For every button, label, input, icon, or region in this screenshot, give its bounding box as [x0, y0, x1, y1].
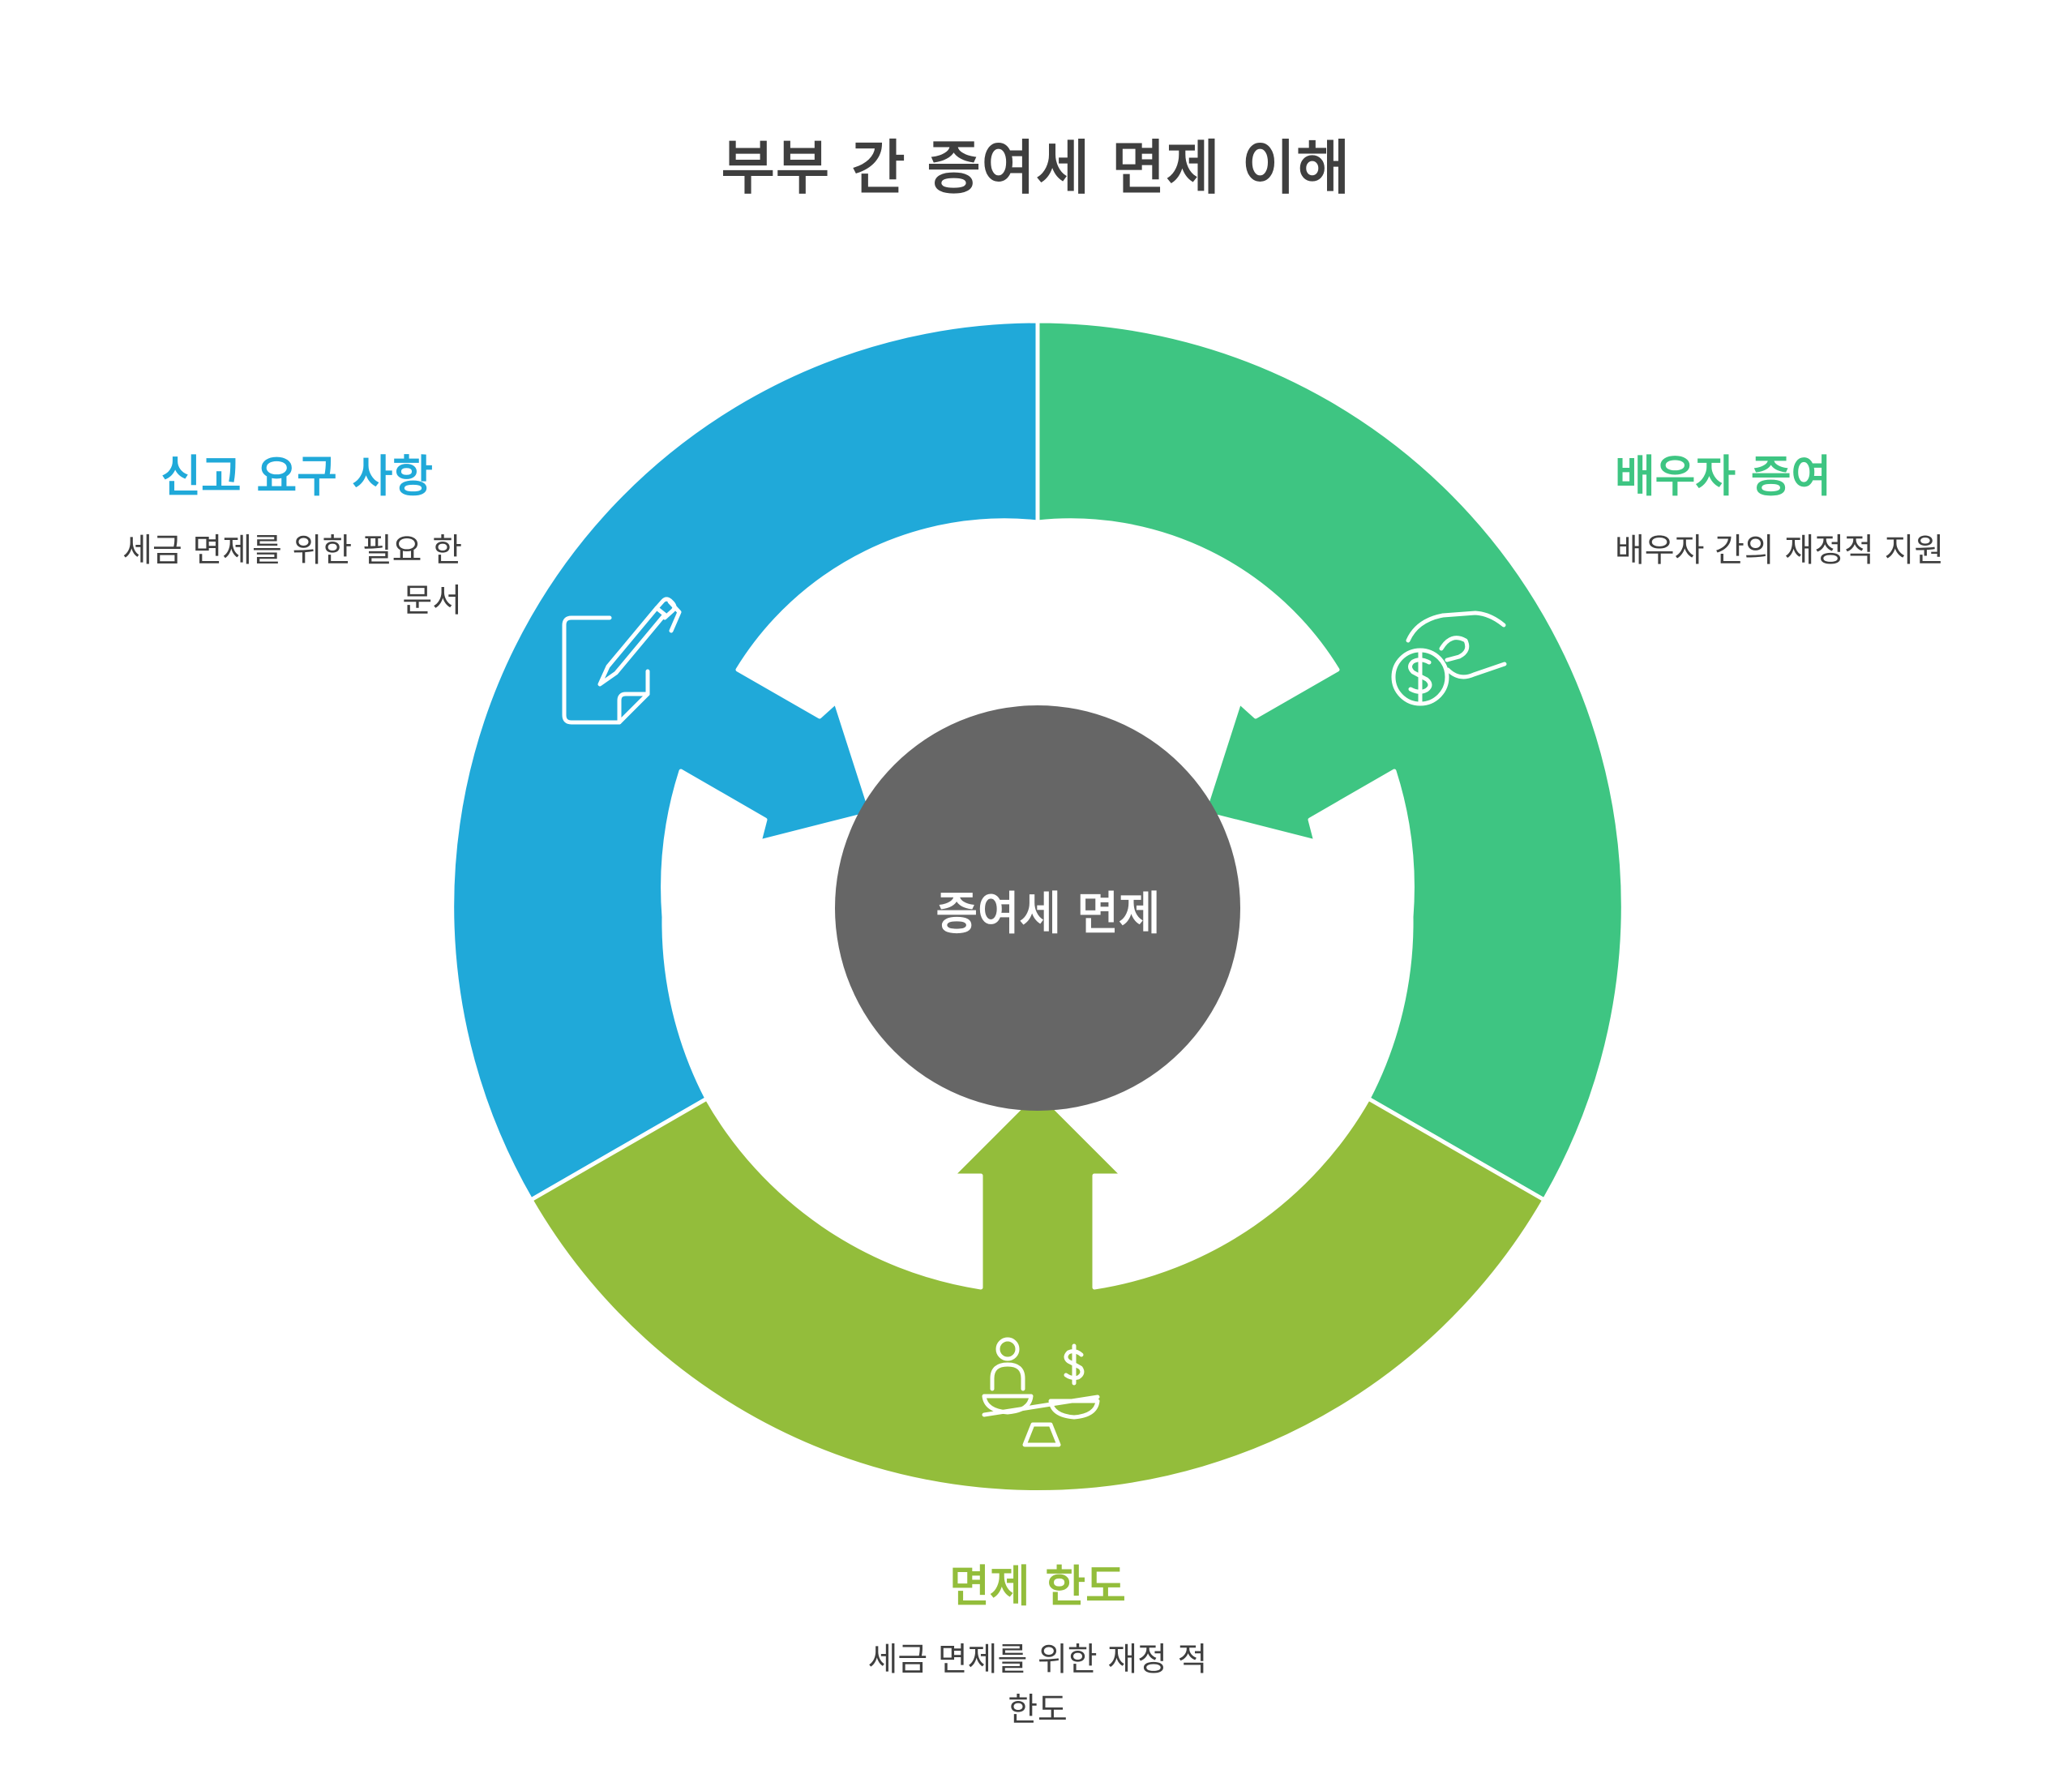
balance-scale-icon	[982, 1337, 1100, 1447]
page-title: 부부 간 증여세 면제 이해	[721, 134, 1351, 202]
label-reporting: 신고 요구 사항	[161, 451, 433, 502]
desc-limit: 세금 면제를 위한 재정 적 한도	[867, 1641, 1208, 1729]
hand-money-icon	[1391, 611, 1507, 706]
desc-reporting: 세금 면제를 위한 필요 한 문서	[122, 532, 462, 619]
label-spouse-gift: 배우자 증여	[1615, 451, 1832, 502]
desc-spouse-gift: 배우자 간의 재정적 지원	[1615, 532, 1945, 569]
center-label: 증여세 면제	[935, 888, 1161, 940]
ring-segment-reporting	[450, 319, 1040, 1202]
ring-segment-limit	[529, 1088, 1547, 1495]
label-limit: 면제 한도	[949, 1561, 1126, 1612]
ring-segment-spouse-gift	[1035, 319, 1625, 1202]
center-circle	[835, 705, 1240, 1111]
document-pen-icon	[562, 597, 682, 725]
